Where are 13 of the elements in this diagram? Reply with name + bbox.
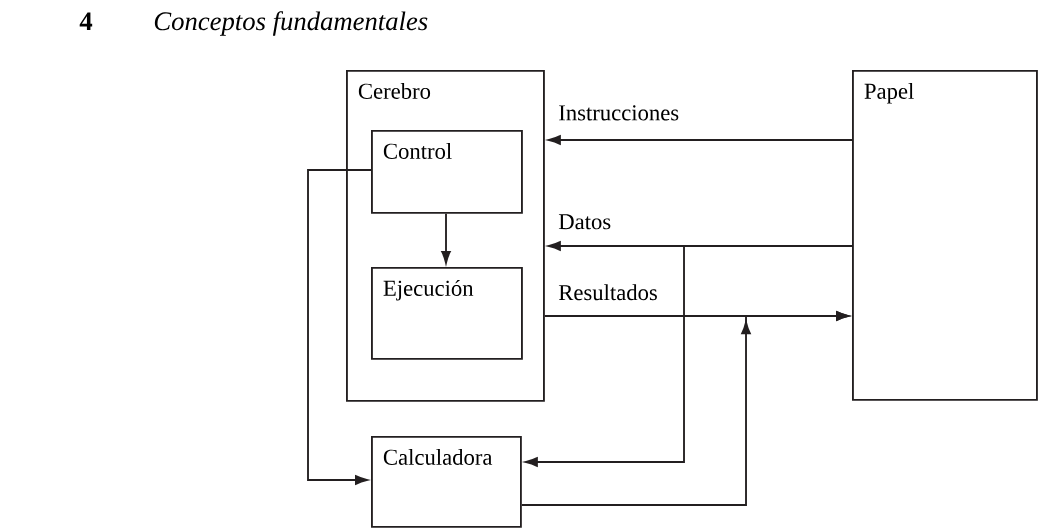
edge-label: Resultados [556,282,660,302]
arrow [441,212,451,264]
page-number: 4 [79,12,93,30]
arrow [520,311,849,506]
arrow [307,169,372,485]
block-box: Calculadora [371,436,522,528]
arrow [548,135,853,145]
edge-label: Instrucciones [556,103,681,122]
block-box: Ejecución [371,267,523,360]
block-box: Control [371,130,523,214]
block-box: Papel [852,70,1038,401]
running-head: Conceptos fundamentales [154,11,428,36]
edge-label: Datos [556,212,613,231]
